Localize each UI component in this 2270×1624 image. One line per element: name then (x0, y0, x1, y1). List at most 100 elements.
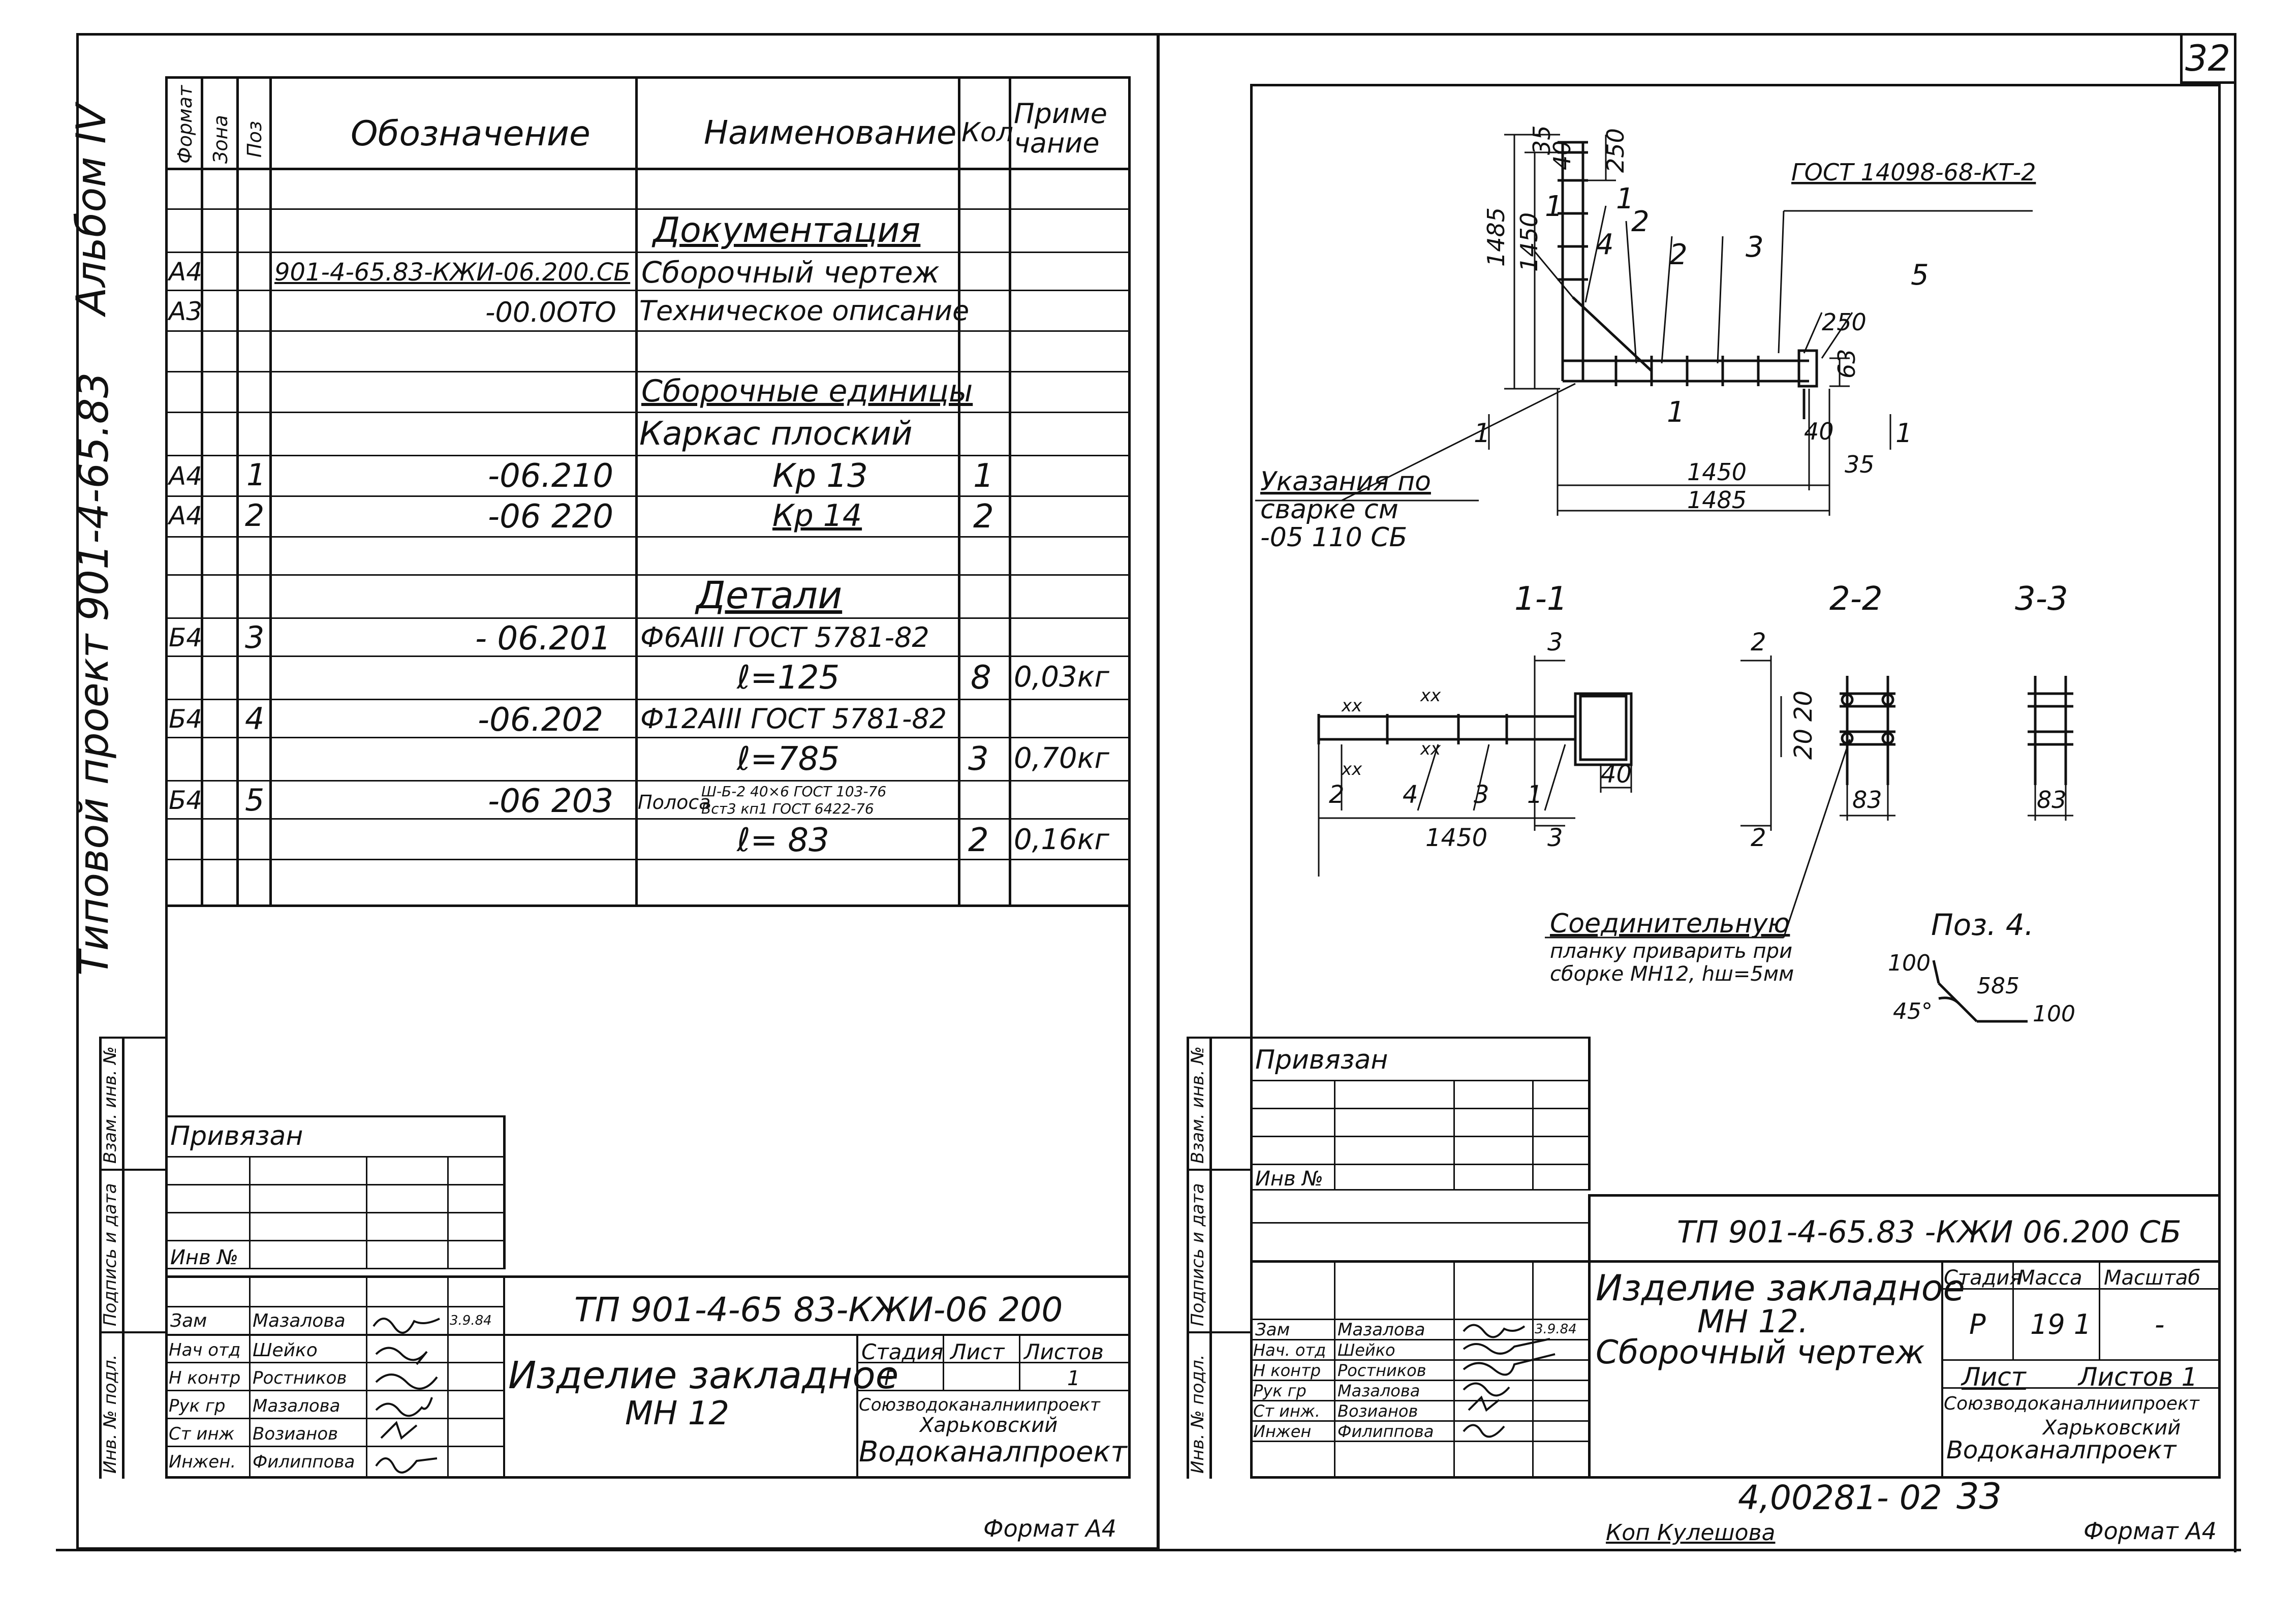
sec-pos-4: 4 (1403, 780, 1418, 809)
row12-spec-bottom: Вст3 кп1 ГОСТ 6422-76 (701, 800, 874, 817)
row-frame-flat: Каркас плоский (639, 415, 913, 453)
row9-note: 0,03кг (1014, 661, 1109, 694)
right-stage-label: Стадия (1944, 1266, 2022, 1290)
header-designation: Обозначение (351, 114, 590, 154)
dim-250-right: 250 (1822, 308, 1867, 336)
connector-note-2: планку приварить при (1550, 940, 1792, 963)
right-inner-frame (1250, 84, 2221, 1479)
r-signer-role-4: Ст инж. (1253, 1401, 1320, 1421)
cut-3-bottom: 3 (1547, 824, 1563, 852)
right-signatures (1463, 1324, 1556, 1438)
dim-35-top: 35 (1528, 125, 1556, 155)
r-signer-name-0: Мазалова (1338, 1320, 1425, 1340)
row5-designation: -06.210 (488, 457, 614, 495)
sec-pos-3: 3 (1474, 780, 1489, 809)
left-signer-role-2: Н контр (169, 1368, 241, 1388)
row5-format: А4 (169, 461, 203, 491)
row8-format: Б4 (169, 623, 203, 652)
left-format-label: Формат А4 (983, 1515, 1116, 1542)
row10-name: Ф12АIII ГОСТ 5781-82 (640, 703, 947, 735)
margin-sign: Подпись и дата (100, 1183, 120, 1326)
right-title-main: Изделие закладное (1596, 1267, 1965, 1309)
connector-note-1: Соединительную (1550, 909, 1790, 939)
right-scale: - (2155, 1308, 2165, 1340)
left-title-main: Изделие закладное (508, 1354, 899, 1397)
r-signer-role-1: Нач. отд (1253, 1340, 1326, 1360)
right-sheet-label: Лист (1962, 1362, 2026, 1392)
row8-designation: - 06.201 (475, 620, 611, 658)
row13-name: ℓ= 83 (737, 822, 829, 859)
left-signer-name-1: Шейко (253, 1340, 318, 1361)
gost-label: ГОСТ 14098-68-КТ-2 (1791, 159, 2036, 186)
r-signer-name-4: Возианов (1338, 1401, 1418, 1421)
section-11-label: 1-1 (1514, 580, 1568, 618)
left-signer-name-0: Мазалова (253, 1310, 346, 1331)
pos4-title: Поз. 4. (1931, 908, 2034, 942)
cut-3-top: 3 (1547, 628, 1563, 657)
header-format: Формат (174, 85, 196, 164)
pos-5: 5 (1911, 259, 1929, 292)
dim-1450-h: 1450 (1687, 458, 1747, 486)
left-signer-name-5: Филиппова (253, 1452, 355, 1472)
assembly-drawing: 1 2 1 4 2 3 5 1 ГОСТ 14098-68-КТ-2 1485 … (1255, 125, 2075, 1027)
left-sheets: 1 (1067, 1367, 1080, 1390)
dim-63: 63 (1833, 349, 1860, 379)
dim-20-a: 20 (1789, 691, 1818, 722)
left-signer-date-0: 3.9.84 (450, 1313, 492, 1328)
header-note: Приме чание (1014, 98, 1107, 159)
row6-pos: 2 (245, 498, 265, 534)
right-privyazan: Привязан (1255, 1045, 1388, 1075)
xx-2: хх (1420, 685, 1441, 706)
row6-format: А4 (169, 501, 203, 530)
row12-spec-top: Ш-Б-2 40×6 ГОСТ 103-76 (701, 783, 887, 800)
project-label: Типовой проект 901-4-65.83 (70, 372, 117, 976)
left-title-code: ТП 901-4-65 83-КЖИ-06 200 (574, 1290, 1063, 1329)
right-title-sub2: Сборочный чертеж (1596, 1334, 1925, 1371)
dim-40-mid: 40 (1601, 760, 1632, 789)
xx-4: хх (1341, 759, 1362, 779)
dim-35-bottom: 35 (1845, 451, 1875, 478)
right-org1: Союзводоканалниипроект (1944, 1393, 2199, 1414)
right-mass-label: Масса (2017, 1266, 2082, 1290)
right-stage: Р (1969, 1308, 1986, 1340)
right-sheets-label: Листов 1 (2078, 1362, 2198, 1392)
xx-3: хх (1420, 739, 1441, 759)
row10-pos: 4 (245, 701, 265, 737)
row12-designation: -06 203 (488, 783, 614, 820)
row12-pos: 5 (245, 783, 265, 818)
row8-name: Ф6АIII ГОСТ 5781-82 (640, 621, 929, 653)
row13-qty: 2 (968, 822, 989, 859)
row1-format: А4 (169, 257, 203, 287)
sec-pos-1: 1 (1527, 780, 1543, 809)
row13-note: 0,16кг (1014, 823, 1109, 856)
stamp-page: 33 (1956, 1476, 2002, 1517)
xx-1: хх (1341, 696, 1362, 716)
left-signer-role-1: Нач отд (169, 1340, 241, 1360)
stamp-code: 4,00281- 02 (1738, 1478, 1942, 1517)
album-label: Альбом IV (68, 104, 115, 315)
right-title-code: ТП 901-4-65.83 -КЖИ 06.200 СБ (1677, 1214, 2182, 1250)
margin-inv: Инв. № подл. (100, 1354, 120, 1474)
pos-1-label: 1 (1545, 190, 1563, 223)
sheet-divider (1157, 33, 1160, 1550)
pos4-100b: 100 (2033, 1001, 2075, 1027)
row9-qty: 8 (971, 659, 991, 697)
row10-format: Б4 (169, 704, 203, 734)
r-signer-date-0: 3.9.84 (1535, 1322, 1577, 1337)
dim-83-a: 83 (1852, 786, 1882, 814)
dim-40-bottom: 40 (1804, 418, 1834, 445)
section-mark-left: 1 (1474, 418, 1490, 449)
dim-1450-sec: 1450 (1425, 824, 1487, 852)
row5-name: Кр 13 (772, 457, 868, 495)
pos4-100a: 100 (1888, 950, 1931, 976)
row12-format: Б4 (169, 786, 203, 815)
row11-name: ℓ=785 (737, 740, 840, 778)
pos4-45: 45° (1893, 998, 1933, 1024)
right-format-label: Формат А4 (2084, 1517, 2217, 1545)
sec-pos-2: 2 (1329, 780, 1345, 809)
row8-pos: 3 (245, 620, 265, 655)
weld-note-1: Указания по (1260, 466, 1431, 497)
row10-designation: -06.202 (478, 701, 604, 739)
right-org2: Харьковский (2043, 1416, 2181, 1440)
r-signer-name-3: Мазалова (1338, 1381, 1420, 1400)
